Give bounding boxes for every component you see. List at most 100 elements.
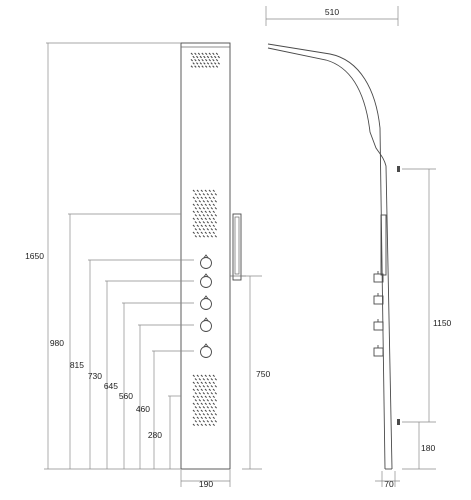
body-jet-nozzle [192, 409, 195, 412]
rain-nozzle [197, 65, 201, 68]
body-jet-nozzle [208, 423, 211, 426]
body-jet-nozzle [212, 416, 215, 419]
body-jet-nozzle [200, 409, 203, 412]
body-jet-nozzle [202, 420, 205, 423]
rain-nozzle [215, 59, 219, 62]
body-jet-nozzle [214, 378, 217, 381]
body-jet-grid-lower [192, 374, 217, 426]
height-dimension-total: 1650 [25, 42, 181, 469]
height-label-total: 1650 [25, 251, 44, 261]
body-jet-nozzle [208, 409, 211, 412]
body-jet-nozzle [192, 189, 195, 192]
body-jet-nozzle [214, 406, 217, 409]
rain-nozzle [210, 55, 213, 59]
width-dimension: 190 [180, 470, 231, 489]
body-jet-nozzle [200, 374, 203, 377]
rain-nozzle [215, 52, 219, 55]
body-jet-nozzle [208, 196, 211, 199]
handshower-height-label: 750 [256, 369, 270, 379]
body-jet-nozzle [194, 214, 197, 217]
body-jet-nozzle [204, 196, 207, 199]
side-hand-shower [380, 214, 387, 276]
body-jet-nozzle [202, 392, 205, 395]
rain-nozzle [197, 52, 201, 55]
body-jet-nozzle [208, 388, 211, 391]
body-jet-nozzle [208, 210, 211, 213]
body-jet-nozzle [202, 228, 205, 231]
body-jet-nozzle [196, 374, 199, 377]
bracket-spacing-dimension: 1150 [402, 168, 452, 423]
body-jet-nozzle [206, 228, 209, 231]
body-jet-nozzle [194, 193, 197, 196]
body-jet-nozzle [206, 385, 209, 388]
body-jet-nozzle [206, 406, 209, 409]
body-jet-nozzle [194, 413, 197, 416]
body-jet-nozzle [196, 231, 199, 234]
body-jet-nozzle [202, 214, 205, 217]
rain-nozzle [205, 59, 208, 62]
side-knob [373, 271, 384, 283]
height-label-h560: 560 [119, 391, 133, 401]
rain-nozzle [203, 55, 206, 59]
height-label-h730: 730 [88, 371, 102, 381]
body-jet-nozzle [204, 416, 207, 419]
body-jet-nozzle [210, 392, 213, 395]
body-jet-nozzle [200, 423, 203, 426]
rain-nozzle [210, 62, 213, 65]
body-jet-nozzle [210, 214, 213, 217]
body-jet-nozzle [196, 189, 199, 192]
body-jet-nozzle [194, 207, 197, 210]
body-jet-nozzle [196, 402, 199, 405]
body-jet-nozzle [212, 409, 215, 412]
body-jet-nozzle [210, 193, 213, 196]
body-jet-nozzle [192, 203, 195, 206]
body-jet-nozzle [214, 214, 217, 217]
rain-nozzle-grid [190, 52, 220, 68]
side-knobs [373, 271, 384, 357]
body-jet-nozzle [200, 416, 203, 419]
body-jet-nozzle [194, 420, 197, 423]
body-jet-nozzle [194, 406, 197, 409]
rain-nozzle [212, 52, 215, 55]
body-jet-nozzle [204, 388, 207, 391]
body-jet-nozzle [206, 399, 209, 402]
body-jet-nozzle [200, 217, 203, 220]
body-jet-nozzle [204, 189, 207, 192]
rain-nozzle [194, 59, 197, 62]
body-jet-nozzle [210, 207, 213, 210]
body-jet-nozzle [198, 207, 201, 210]
bracket-spacing-label: 1150 [433, 318, 452, 328]
body-jet-nozzle [212, 402, 215, 405]
body-jet-nozzle [194, 399, 197, 402]
height-dimension-h815: 815 [70, 259, 194, 469]
body-jet-nozzle [202, 200, 205, 203]
body-jet-nozzle [200, 395, 203, 398]
body-jet-nozzle [192, 196, 195, 199]
body-jet-nozzle [200, 231, 203, 234]
body-jet-nozzle [198, 420, 201, 423]
body-jet-nozzle [196, 381, 199, 384]
rain-nozzle [190, 65, 193, 68]
body-jet-nozzle [200, 388, 203, 391]
height-label-h280: 280 [148, 430, 162, 440]
body-jet-nozzle [192, 402, 195, 405]
body-jet-nozzle [198, 228, 201, 231]
body-jet-nozzle [210, 200, 213, 203]
hand-shower-head [234, 216, 240, 275]
rain-nozzle [217, 62, 220, 65]
body-jet-nozzle [214, 200, 217, 203]
body-jet-nozzle [192, 423, 195, 426]
body-jet-nozzle [200, 224, 203, 227]
body-jet-nozzle [208, 231, 211, 234]
body-jet-nozzle [206, 420, 209, 423]
body-jet-nozzle [200, 210, 203, 213]
body-jet-nozzle [192, 217, 195, 220]
arm-reach-dimension: 510 [265, 6, 399, 26]
body-jet-nozzle [196, 409, 199, 412]
width-label: 190 [199, 479, 213, 489]
rain-nozzle [208, 65, 211, 68]
body-jet-nozzle [198, 399, 201, 402]
hand-shower-holder [232, 213, 242, 281]
height-label-h980: 980 [50, 338, 64, 348]
